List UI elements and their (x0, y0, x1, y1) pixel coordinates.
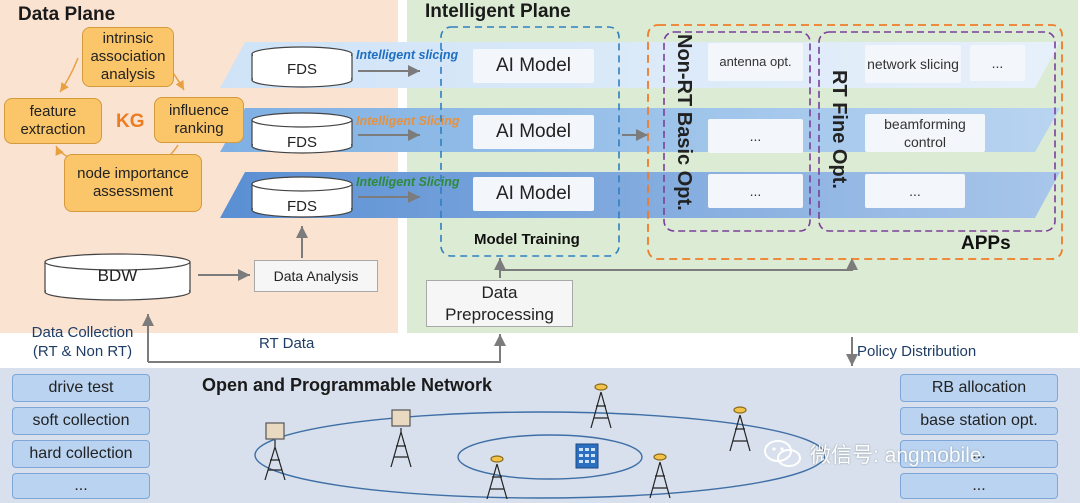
data-preprocessing-line2: Preprocessing (445, 304, 554, 324)
ai-model-label: AI Model (496, 55, 571, 76)
right-list-more-item-1: ... (900, 440, 1058, 468)
fds-label-3: FDS (287, 198, 317, 215)
app-non-rt-more-2: ... (708, 174, 803, 208)
fds-label-1: FDS (287, 61, 317, 78)
watermark-text: 微信号: angmobile (810, 444, 982, 467)
kg-node-importance-node: node importance assessment (64, 154, 202, 212)
model-training-label: Model Training (474, 231, 580, 248)
data-preprocessing-line1: Data (481, 282, 518, 302)
base-station-opt-item: base station opt. (900, 407, 1058, 435)
app-antenna-opt: antenna opt. (708, 43, 803, 81)
left-list-more-item: ... (12, 473, 150, 499)
wechat-icon (764, 440, 801, 467)
slicing-label-2: Intelligent Slicing (356, 114, 460, 128)
non-rt-label: Non-RT Basic Opt. (673, 34, 695, 211)
tower-icon (390, 409, 412, 468)
tower-icon (486, 455, 508, 500)
network-outer-ellipse (254, 411, 826, 499)
slice-band-3 (220, 172, 1060, 218)
policy-distribution-label: Policy Distribution (857, 343, 977, 360)
apps-region (647, 24, 1063, 260)
data-plane-title: Data Plane (18, 4, 116, 25)
network-title: Open and Programmable Network (202, 375, 493, 395)
soft-collection-item: soft collection (12, 407, 150, 435)
app-rt-more-1: ... (970, 45, 1025, 81)
tower-icon (649, 453, 671, 499)
kg-feature-node: feature extraction (4, 98, 102, 144)
ai-model-box-2: AI Model (473, 115, 594, 149)
drive-test-item: drive test (12, 374, 150, 402)
app-rt-more-2: ... (865, 174, 965, 208)
tower-icon (590, 383, 612, 429)
app-beamforming-control: beamforming control (865, 114, 985, 152)
hard-collection-item: hard collection (12, 440, 150, 468)
fds-cylinder-2 (251, 112, 353, 154)
ai-model-box-3: AI Model (473, 177, 594, 211)
kg-label: KG (116, 111, 145, 132)
app-network-slicing: network slicing (865, 45, 961, 83)
rt-data-label: RT Data (259, 335, 315, 352)
data-collection-line1: Data Collection (31, 324, 134, 341)
data-preprocessing-box: Data Preprocessing (426, 280, 573, 327)
kg-influence-node: influence ranking (154, 97, 244, 143)
model-training-region (440, 26, 620, 257)
bdw-label: BDW (97, 266, 138, 285)
ai-model-box-1: AI Model (473, 49, 594, 83)
fds-cylinder-3 (251, 176, 353, 218)
kg-intrinsic-node: intrinsic association analysis (82, 27, 174, 87)
tower-icon (264, 422, 286, 481)
watermark: 微信号: angmobile (762, 437, 982, 471)
ai-model-label: AI Model (496, 183, 571, 204)
non-rt-region (663, 31, 811, 232)
ai-model-label: AI Model (496, 121, 571, 142)
apps-label: APPs (961, 233, 1011, 254)
rb-allocation-item: RB allocation (900, 374, 1058, 402)
data-collection-line2: (RT & Non RT) (32, 343, 133, 360)
rt-label: RT Fine Opt. (828, 70, 850, 189)
server-icon (575, 443, 599, 469)
intelligent-plane-title: Intelligent Plane (425, 1, 571, 22)
fds-cylinder-1 (251, 46, 353, 88)
right-list-more-item-2: ... (900, 473, 1058, 499)
fds-label-2: FDS (287, 134, 317, 151)
data-analysis-box: Data Analysis (254, 260, 378, 292)
slice-band-1 (220, 42, 1060, 88)
rt-region (818, 31, 1056, 232)
slicing-label-3: Intelligent Slicing (356, 175, 460, 189)
bdw-cylinder (44, 253, 191, 301)
tower-icon (729, 406, 751, 452)
app-non-rt-more-1: ... (708, 119, 803, 153)
slicing-label-1: Intelligent slicing (356, 48, 459, 62)
network-inner-ellipse (457, 434, 643, 480)
